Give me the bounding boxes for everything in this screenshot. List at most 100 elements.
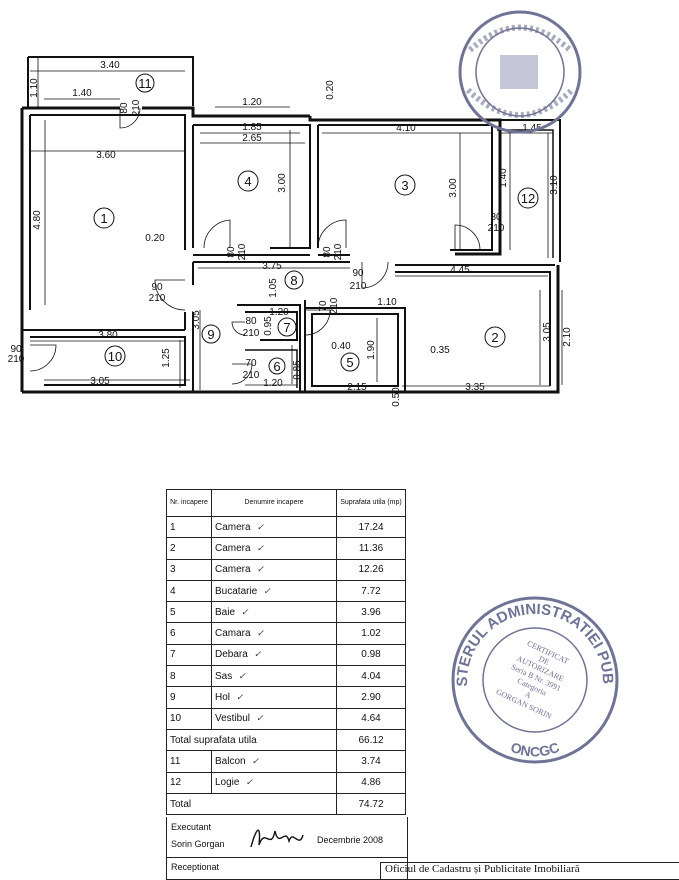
dim-label: 0.95	[263, 316, 274, 336]
dim-label: 210	[8, 354, 25, 365]
walls	[20, 56, 561, 394]
seal-bottom-text: ONCGC	[509, 739, 562, 759]
dim-label: 3.40	[100, 60, 120, 71]
dim-label: 1.10	[377, 297, 397, 308]
row-nr: 4	[166, 579, 212, 603]
row-nr: 5	[166, 601, 212, 624]
dim-label: 1.20	[269, 307, 289, 318]
dim-label: 90	[151, 282, 163, 293]
total-useful-label: Total suprafata utila	[166, 728, 337, 752]
row-area: 4.64	[336, 707, 406, 730]
executant-label: Executant	[171, 822, 212, 832]
dim-label: 90	[352, 268, 364, 279]
dim-label: 1.20	[242, 97, 262, 108]
dim-label: 3.05	[90, 376, 110, 387]
room-number-8: 8	[290, 273, 297, 288]
row-area: 11.36	[336, 537, 406, 560]
dim-label: 1.05	[268, 278, 279, 298]
row-name: Baie✓	[211, 601, 337, 624]
room-number-12: 12	[521, 191, 535, 206]
room-number-10: 10	[108, 349, 122, 364]
room-number-5: 5	[346, 355, 353, 370]
dim-label: 210	[333, 243, 344, 260]
row-name: Debara✓	[211, 643, 337, 667]
dim-label: 4.80	[32, 210, 43, 230]
table-row: 3 Camera✓ 12.26	[166, 558, 406, 581]
total-useful-row: Total suprafata utila 66.12	[166, 728, 406, 752]
header-name: Denumire incapere	[211, 489, 337, 517]
dim-label: 1.45	[522, 123, 542, 134]
receptionat-block: Receptionat	[166, 857, 408, 880]
row-name: Sas✓	[211, 665, 337, 688]
row-nr: 7	[166, 643, 212, 667]
total-value: 74.72	[336, 792, 406, 816]
row-name: Camera✓	[211, 537, 337, 560]
row-nr: 10	[166, 707, 212, 730]
room-number-11: 11	[138, 76, 152, 91]
total-label: Total	[166, 792, 337, 816]
room-numbers: 11 1 4 3 12 8 2 7 9 5 6 10	[93, 73, 539, 375]
dim-label: 1.20	[263, 378, 283, 389]
table-row: 2 Camera✓ 11.36	[166, 537, 406, 560]
row-nr: 11	[166, 750, 212, 773]
dim-label: 210	[131, 99, 142, 116]
dim-label: 0.20	[145, 233, 165, 244]
room-number-3: 3	[401, 178, 408, 193]
row-area: 2.90	[336, 686, 406, 709]
dim-label: 3.35	[465, 382, 485, 393]
dim-label: 80	[490, 212, 502, 223]
row-nr: 9	[166, 686, 212, 709]
row-nr: 12	[166, 771, 212, 794]
header-area: Suprafata utila (mp)	[336, 489, 406, 517]
dim-label: 1.90	[366, 340, 377, 360]
dim-label: 4.45	[450, 265, 470, 276]
room-number-9: 9	[207, 327, 214, 342]
dim-label: 210	[237, 243, 248, 260]
dim-label: 80	[322, 246, 333, 258]
dim-label: 2.15	[347, 382, 367, 393]
row-area: 12.26	[336, 558, 406, 581]
dim-label: 3.00	[277, 173, 288, 193]
row-area: 7.72	[336, 579, 406, 603]
room-number-4: 4	[244, 174, 251, 189]
room-number-6: 6	[273, 359, 280, 374]
executant-name: Sorin Gorgan	[171, 839, 225, 849]
dim-label: 1.10	[29, 78, 40, 98]
seal-line: DE	[537, 654, 551, 667]
row-name: Camara✓	[211, 622, 337, 645]
row-name: Camera✓	[211, 558, 337, 581]
signature-mark	[250, 829, 304, 848]
table-row: 10 Vestibul✓ 4.64	[166, 707, 406, 730]
dim-label: 2.10	[562, 327, 573, 347]
row-nr: 2	[166, 537, 212, 560]
dim-label: 70	[245, 358, 257, 369]
executant-block: Executant Sorin Gorgan Decembrie 2008	[166, 817, 408, 858]
authorization-seal: MINISTERUL ADMINISTRATIEI PUBLICE ONCGC …	[445, 590, 619, 764]
dim-label: 4.10	[396, 123, 416, 134]
row-nr: 8	[166, 665, 212, 688]
row-area: 3.74	[336, 750, 406, 773]
dim-label: 210	[350, 281, 367, 292]
dim-label: 3.80	[98, 330, 118, 341]
row-nr: 1	[166, 515, 212, 539]
dim-label: 1.40	[498, 168, 509, 188]
table-row: 6 Camara✓ 1.02	[166, 622, 406, 645]
row-area: 3.96	[336, 601, 406, 624]
door-swings	[29, 107, 481, 385]
row-area: 0.98	[336, 643, 406, 667]
receptionat-label: Receptionat	[171, 862, 220, 872]
total-useful-value: 66.12	[336, 728, 406, 752]
row-area: 4.86	[336, 771, 406, 794]
header-nr: Nr. incapere	[166, 489, 212, 517]
room-area-table: Nr. incapere Denumire incapere Suprafata…	[166, 489, 406, 816]
row-name: Hol✓	[211, 686, 337, 709]
total-row: Total 74.72	[166, 792, 406, 816]
table-row: 8 Sas✓ 4.04	[166, 665, 406, 688]
dim-label: 210	[243, 370, 260, 381]
row-name: Camera✓	[211, 515, 337, 539]
dim-label: 80	[245, 316, 257, 327]
dim-label: 80	[119, 102, 130, 114]
room-number-7: 7	[283, 320, 290, 335]
table-row: 4 Bucatarie✓ 7.72	[166, 579, 406, 603]
table-header-row: Nr. incapere Denumire incapere Suprafata…	[166, 489, 406, 517]
